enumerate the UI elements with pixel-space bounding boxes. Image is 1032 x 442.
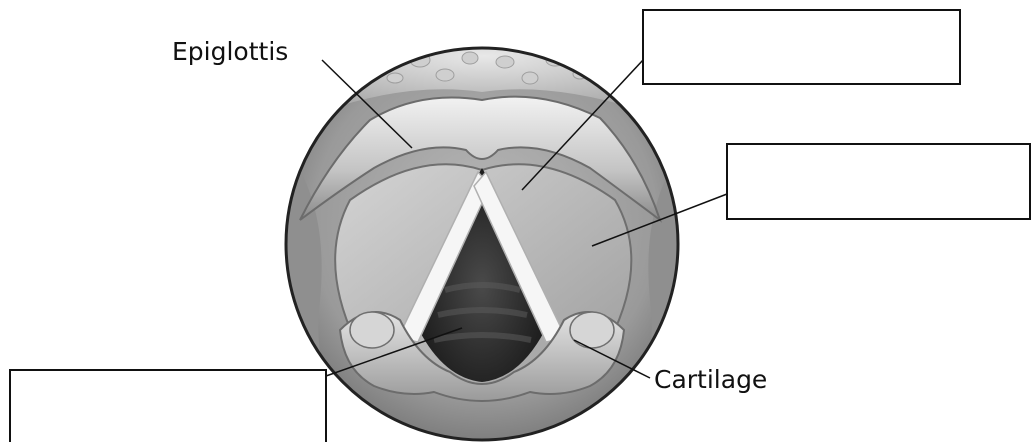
answer-box-middle-right[interactable]: [727, 144, 1030, 219]
label-cartilage: Cartilage: [654, 365, 767, 394]
label-epiglottis: Epiglottis: [172, 37, 288, 66]
answer-box-top-right[interactable]: [643, 10, 960, 84]
answer-box-bottom-left[interactable]: [10, 370, 326, 442]
